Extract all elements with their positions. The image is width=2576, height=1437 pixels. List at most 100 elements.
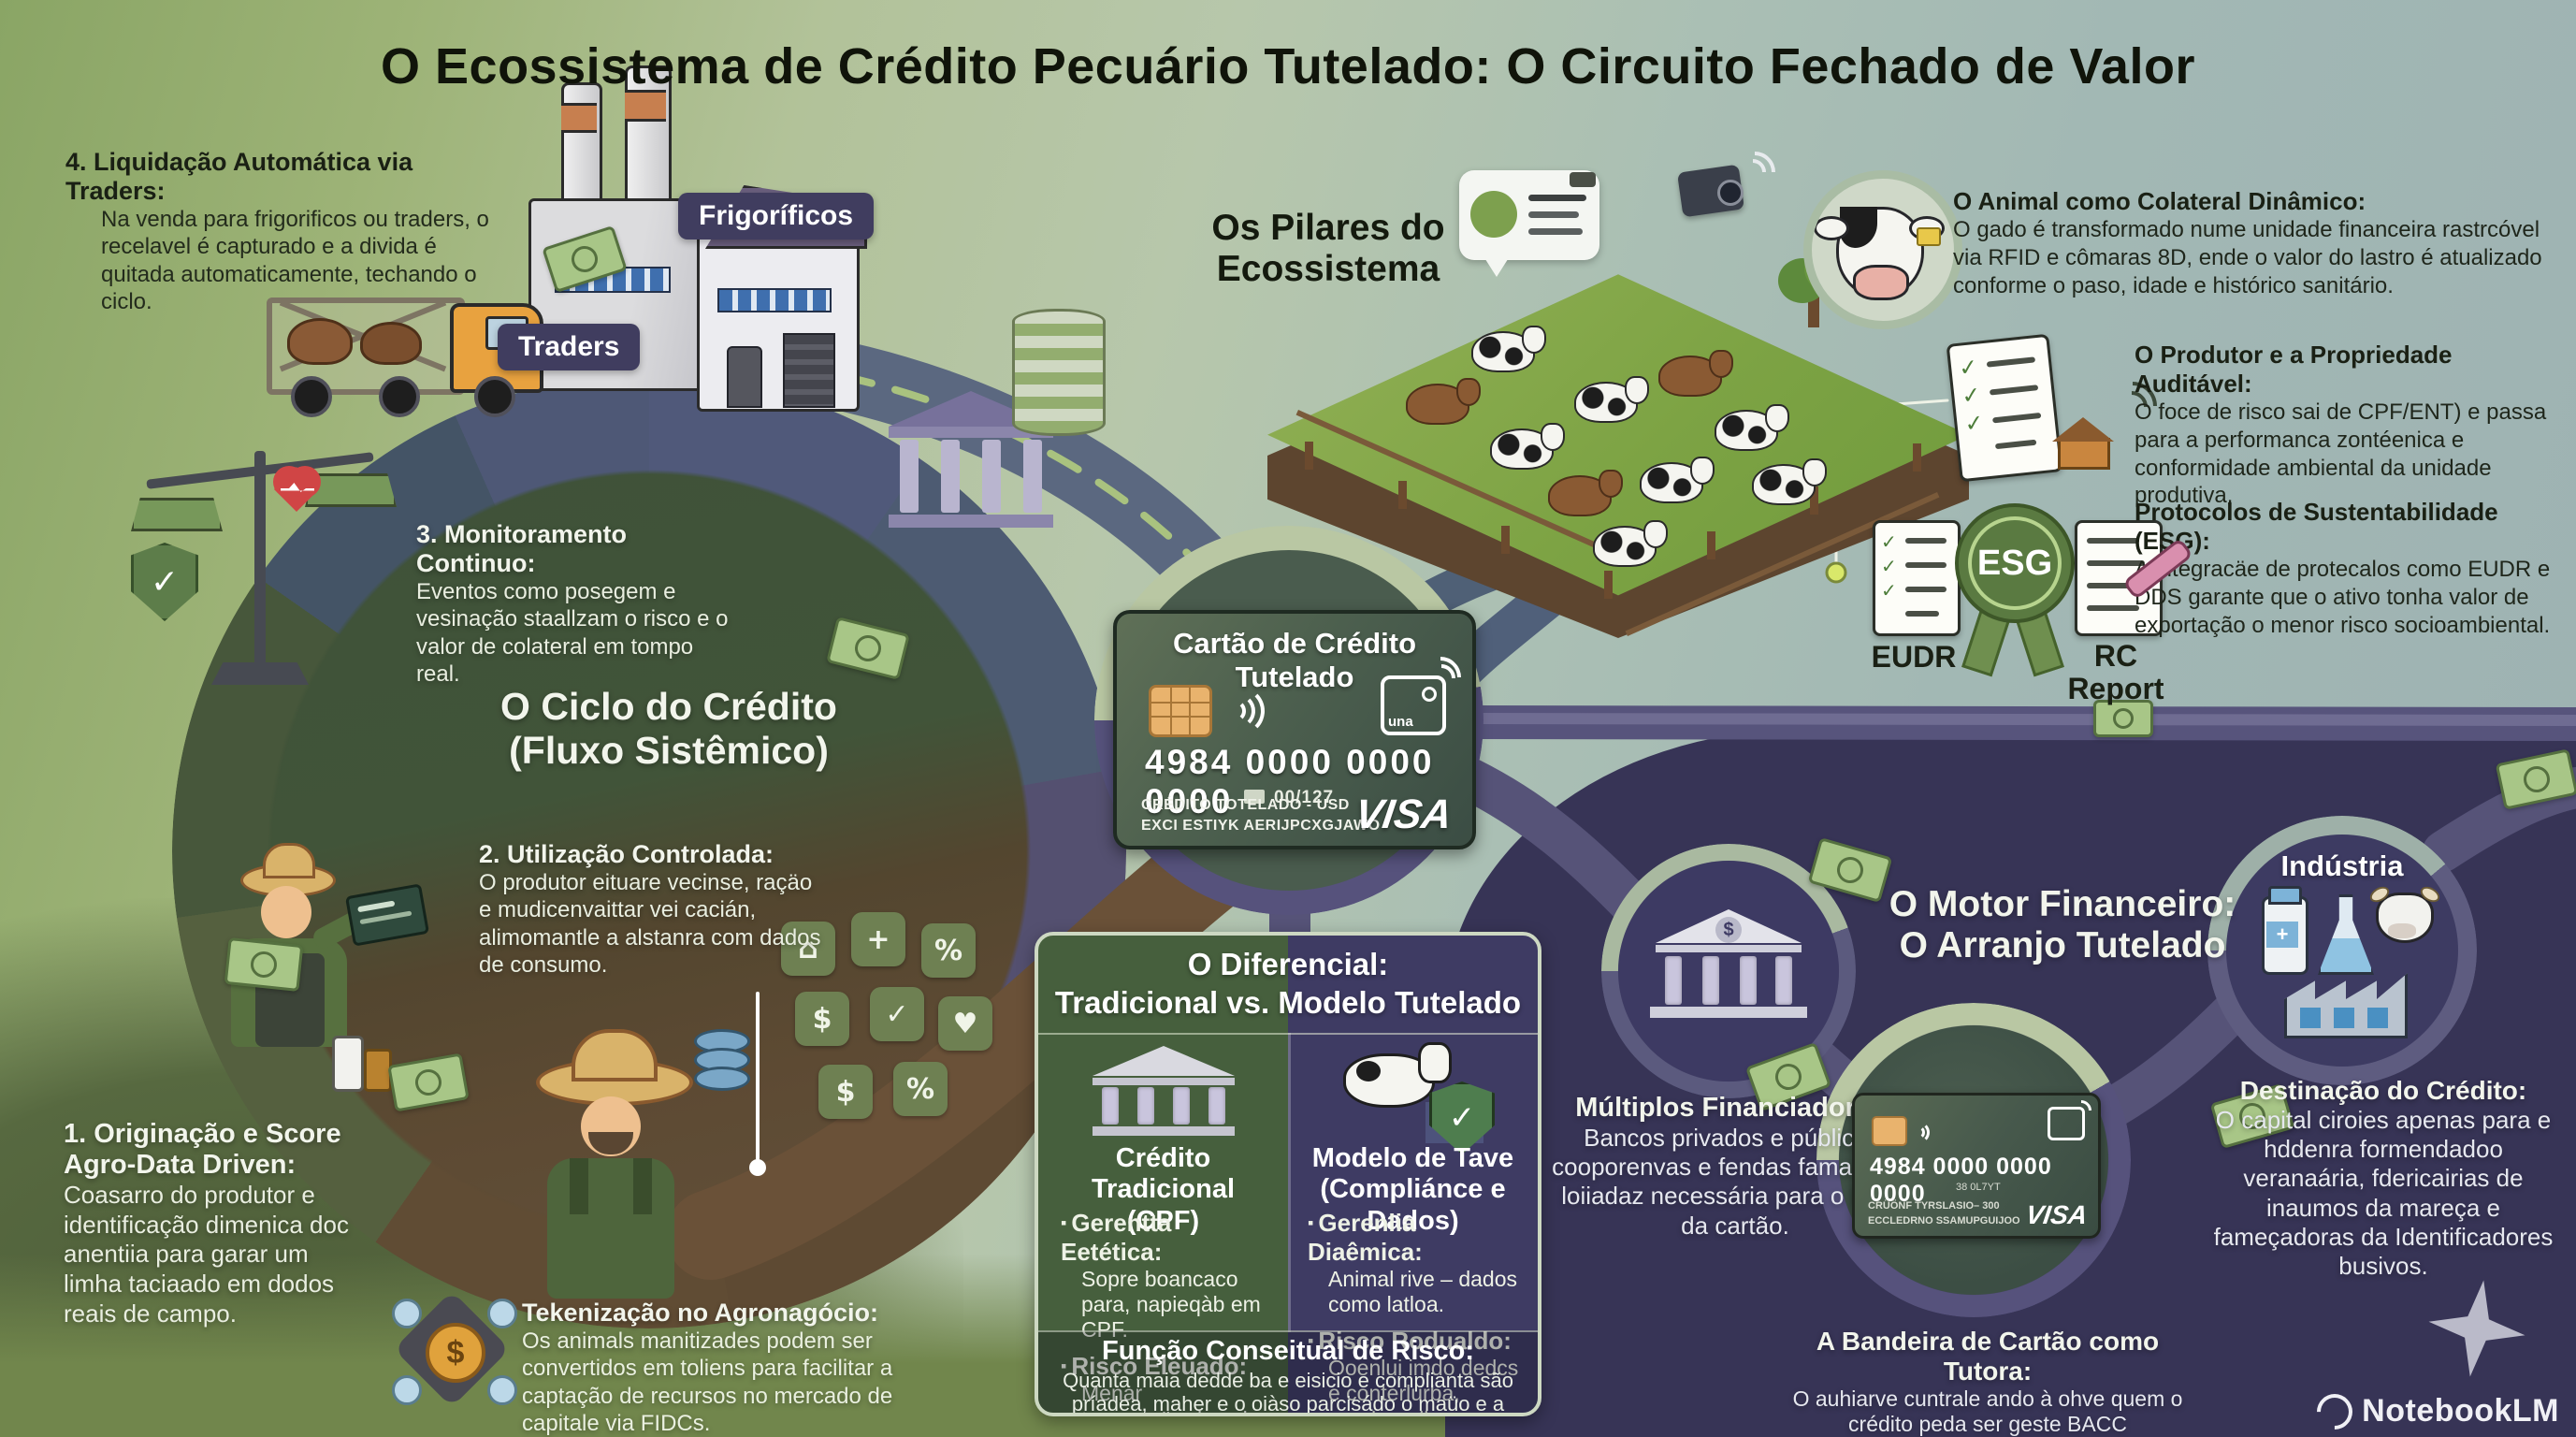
supply-bottle <box>332 1036 364 1092</box>
bandeira-body: O auhiarve cuntrale ando à ohve quem o c… <box>1792 1386 2183 1437</box>
farmer-figure <box>510 1010 725 1310</box>
comparison-heading: O Diferencial: Tradicional vs. Modelo Tu… <box>1054 947 1522 1021</box>
step4-title: 4. Liquidação Automática via Traders: <box>65 148 413 205</box>
step2-block: 2. Utilização Controlada: O produtor eit… <box>479 840 830 979</box>
step4-body: Na venda para frigorificos ou traders, o… <box>101 207 489 314</box>
pillar3-title: Protocolos de Sustentabilidade (ESG): <box>2135 498 2498 555</box>
risk-function-body: Quanta maia dedde ba e eisicio e complia… <box>1063 1369 1513 1416</box>
coin-icon: $ <box>818 1065 873 1119</box>
fence-post <box>1501 526 1510 554</box>
frigorificos-badge: Frigoríficos <box>678 193 875 240</box>
risk-function-footer: Função Conseitual de Risco: Quanta maia … <box>1038 1330 1538 1413</box>
pillar1-body: O gado é transformado nume unidade finan… <box>1953 217 2542 298</box>
page-title: O Ecossistema de Crédito Pecuário Tutela… <box>381 38 2195 94</box>
notebooklm-logo-icon <box>2309 1386 2361 1437</box>
card-footer-line1: CRÉDITO TOTELADO - USD <box>1141 797 1350 813</box>
fence-post <box>1707 531 1715 559</box>
card-number: 4984 0000 0000 0000 <box>1145 743 1435 820</box>
supply-jar <box>364 1049 392 1092</box>
cycle-heading: O Ciclo do Crédito (Fluxo Sistêmico) <box>500 685 837 772</box>
bullet-title: ▪ Gerenlia Diaêmica: <box>1308 1209 1423 1266</box>
bullet-body: Sopre boancaco para, napieqàb em CPF. <box>1081 1267 1261 1343</box>
step2-title: 2. Utilização Controlada: <box>479 840 774 868</box>
money-bill <box>224 936 304 993</box>
pillar3-block: Protocolos de Sustentabilidade (ESG): A … <box>2135 498 2569 639</box>
health-icon: ♥ <box>938 996 992 1051</box>
contactless-icon <box>1222 685 1268 735</box>
card-emv-icon: una <box>1381 647 1470 735</box>
percent-icon: % <box>921 923 976 978</box>
flask-icon <box>2318 894 2374 975</box>
step3-title: 3. Monitoramento Continuo: <box>416 520 628 577</box>
chimney-icon <box>625 90 666 122</box>
card-chip-icon <box>1872 1116 1907 1146</box>
money-bill <box>2093 700 2153 737</box>
motor-heading: O Motor Financeiro: O Arranjo Tutelado <box>1889 884 2236 965</box>
step1-body: Coasarro do produtor e identificação dim… <box>64 1181 349 1328</box>
fence-post <box>1398 481 1407 509</box>
bank-icon: $ <box>1650 909 1807 1022</box>
pillar2-body: O foce de risco sai de CPF/ENT) e passa … <box>2135 399 2547 509</box>
producer-with-card <box>192 837 430 1118</box>
shield-check-icon: ✓ <box>131 543 198 621</box>
factory-icon <box>2284 973 2408 1038</box>
esg-label: ESG <box>1976 543 2053 583</box>
step1-block: 1. Originação e Score Agro-Data Driven: … <box>64 1119 358 1329</box>
destinacao-body: O capital ciroies apenas para e hddenra … <box>2213 1106 2554 1280</box>
tokenization-body: Os animals manitizades podem ser convert… <box>522 1328 893 1436</box>
card2-line2: ECCLEDRNO SSAMUPGUIJOO <box>1868 1215 2020 1227</box>
fence-post <box>1913 443 1921 472</box>
pillar3-body: A integracäe de protecalos como EUDR e D… <box>2135 557 2551 638</box>
contactless-icon <box>1911 1118 1935 1143</box>
card2-line1: CRÜÖNF TYRSLASIO– 300 <box>1868 1200 2000 1212</box>
factory-sign <box>717 288 832 312</box>
industry-label: Indústria <box>2280 849 2404 882</box>
token-network-icon: $ <box>392 1290 517 1408</box>
tutored-card-small: 4984 0000 0000 0000 38 0L7YT CRÜÖNF TYRS… <box>1852 1093 2101 1239</box>
comparison-panel: O Diferencial: Tradicional vs. Modelo Tu… <box>1035 932 1541 1416</box>
bullet-title: ▪ Risco Eleuado: <box>1061 1352 1248 1381</box>
step1-title: 1. Originação e Score Agro-Data Driven: <box>64 1119 341 1180</box>
watermark: NotebookLM <box>2309 1386 2559 1437</box>
chart-icon: % <box>893 1062 948 1116</box>
card-chip-icon <box>1149 685 1212 737</box>
cow-head-icon <box>2366 883 2443 943</box>
step3-body: Eventos como posegem e vesinação staallz… <box>416 579 729 687</box>
database-icon <box>694 1029 750 1091</box>
chimney-icon <box>561 103 597 133</box>
risk-function-title: Função Conseitual de Risco: <box>1102 1336 1474 1366</box>
pillar1-block: O Animal como Colateral Dinâmico: O gado… <box>1953 187 2566 299</box>
destinacao-title: Destinação do Crédito: <box>2239 1076 2527 1105</box>
step2-body: O produtor eituare vecinse, raçäo e mudi… <box>479 870 821 978</box>
tokenization-block: Tekenização no Agronagócio: Os animals m… <box>522 1299 971 1437</box>
destinacao-block: Destinação do Crédito: O capital ciroies… <box>2200 1076 2567 1281</box>
step3-block: 3. Monitoramento Continuo: Eventos como … <box>416 520 739 688</box>
pillar2-block: O Produtor e a Propriedade Auditável: O … <box>2135 341 2569 510</box>
coin-stack-icon <box>1012 309 1106 436</box>
visa-logo: VISA <box>2023 1200 2090 1229</box>
fence-post <box>1604 571 1613 599</box>
card2-expiry: 38 0L7YT <box>1956 1182 2001 1193</box>
card-emv-icon <box>2048 1096 2096 1140</box>
audit-checklist-icon: ✓ ✓ ✓ <box>1946 333 2063 483</box>
fence-post <box>1810 486 1818 515</box>
farm-house-icon <box>2052 417 2114 470</box>
eudr-document-icon: ✓ ✓ ✓ <box>1873 520 1961 636</box>
balance-scale-icon <box>122 432 402 713</box>
bank-circle-disk: $ <box>1618 861 1839 1081</box>
heart-pulse-icon <box>273 460 333 516</box>
left-column-title: Crédito Tradicional (CPF) <box>1091 1143 1236 1236</box>
eudr-label: EUDR <box>1871 640 1957 674</box>
surveillance-camera-icon <box>1676 142 1785 234</box>
right-column-title: Modelo de Tave (Compliánce e Dados) <box>1311 1143 1514 1236</box>
truck-wheel <box>474 376 515 417</box>
watermark-label: NotebookLM <box>2362 1393 2559 1429</box>
card-title: Cartão de Crédito Tutelado <box>1172 627 1417 693</box>
financiadores-title: Múltiplos Financiadores: <box>1575 1093 1895 1123</box>
bandeira-block: A Bandeira de Cartão como Tutora: O auhi… <box>1777 1327 2198 1437</box>
visa-logo: VISA <box>1352 791 1455 837</box>
rc-report-label: RC Report <box>2067 639 2164 706</box>
bank-icon <box>1093 1046 1235 1136</box>
truck-wheel <box>291 376 332 417</box>
cow-shield-icon: ✓ <box>1336 1040 1495 1154</box>
